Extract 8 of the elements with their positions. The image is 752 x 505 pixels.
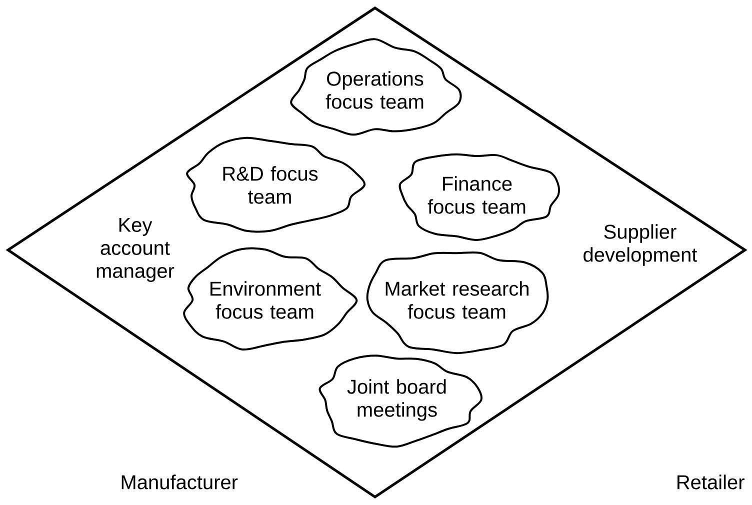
cloud-outline: R&D focus team: [186, 136, 366, 233]
cloud-outline: Market research focus team: [366, 251, 549, 354]
cloud-outline: Joint board meetings: [318, 354, 483, 448]
cloud-outline: Operations focus team: [290, 38, 462, 136]
party-label: Manufacturer: [122, 474, 238, 490]
cloud-outline: Finance focus team: [398, 153, 560, 241]
cloud-outline: Environment focus team: [183, 247, 358, 351]
party-label: Retailer: [678, 474, 744, 490]
